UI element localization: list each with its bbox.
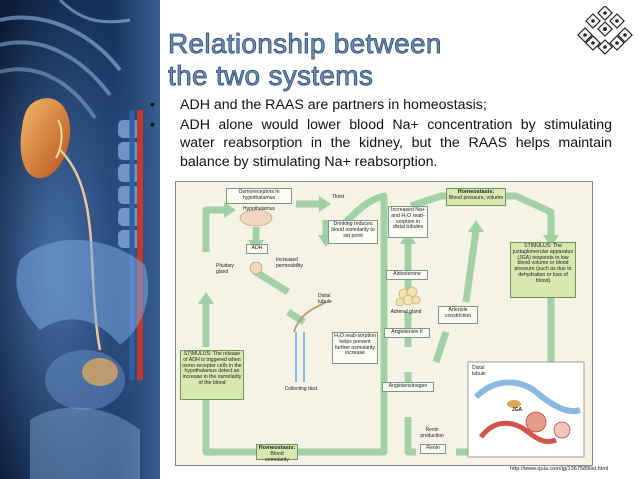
bullet-dot: • bbox=[150, 97, 155, 113]
increased-permeability-label: Increased permeability bbox=[276, 257, 303, 269]
diagram-arrows bbox=[198, 192, 585, 458]
anatomy-illustration bbox=[0, 0, 160, 479]
collecting-duct-label: Collecting duct bbox=[284, 386, 318, 392]
pituitary-label: Pituitary gland bbox=[216, 263, 235, 275]
bullet-text: ADH alone would lower blood Na+ concentr… bbox=[180, 116, 612, 170]
osmoreceptors-box: Osmoreceptors in hypothalamus bbox=[226, 188, 292, 204]
homeostasis-osmolarity-text: Blood osmolarity bbox=[265, 450, 289, 463]
homeostasis-bp-text: Blood pressure, volume bbox=[448, 194, 504, 201]
renin-box: Renin bbox=[420, 444, 446, 454]
angiotensinogen-box: Angiotensinogen bbox=[382, 382, 434, 392]
homeostasis-bp-title: Homeostasis: bbox=[457, 189, 495, 195]
hormone-diagram: Osmoreceptors in hypothalamus Hypothalam… bbox=[175, 181, 593, 466]
slide-title: Relationship between the two systems bbox=[168, 28, 488, 92]
bullet-item: • ADH alone would lower blood Na+ concen… bbox=[150, 116, 612, 172]
arteriole-box: Arteriole constriction bbox=[438, 306, 478, 324]
bullet-dot: • bbox=[150, 116, 155, 133]
adh-box: ADH bbox=[246, 244, 268, 254]
thirst-label: Thirst bbox=[331, 194, 345, 200]
bullet-list: • ADH and the RAAS are partners in homeo… bbox=[150, 96, 612, 172]
title-line-2: the two systems bbox=[168, 60, 374, 92]
bullet-text: ADH and the RAAS are partners in homeost… bbox=[180, 97, 487, 113]
drinking-box: Drinking reduces blood osmolarity to set… bbox=[328, 220, 378, 244]
source-credit: http://www.quia.com/jg/1367589list.html bbox=[510, 466, 609, 472]
stimulus-right-box: STIMULUS: The juxtaglomerular apparatus … bbox=[510, 242, 576, 298]
jga-label: JGA bbox=[511, 407, 523, 413]
adrenal-gland-label: Adrenal gland bbox=[390, 309, 422, 315]
renin-production-label: Renin production bbox=[420, 427, 444, 439]
angiotensin-ii-box: Angiotensin II bbox=[384, 328, 430, 338]
hypothalamus-label: Hypothalamus bbox=[243, 206, 275, 212]
increased-na-box: Increased Na+ and H₂O reab-sorption in d… bbox=[388, 206, 428, 238]
title-line-1: Relationship between bbox=[168, 28, 442, 60]
homeostasis-bp-box: Homeostasis: Blood pressure, volume bbox=[446, 188, 506, 206]
bullet-item: • ADH and the RAAS are partners in homeo… bbox=[150, 96, 612, 115]
h2o-reabsorption-box: H₂O reab-sorption helps prevent further … bbox=[332, 332, 378, 364]
homeostasis-osmolarity-title: Homeostasis: bbox=[258, 445, 296, 451]
logo-icon bbox=[577, 6, 633, 55]
homeostasis-osmolarity-box: Homeostasis: Blood osmolarity bbox=[256, 444, 298, 462]
distal-tubule-left-label: Distal tubule bbox=[318, 293, 332, 305]
aldosterone-box: Aldosterone bbox=[386, 270, 428, 280]
distal-tubule-right-label: Distal tubule bbox=[472, 365, 486, 377]
stimulus-left-box: STIMULUS: The release of ADH is triggere… bbox=[180, 350, 244, 400]
